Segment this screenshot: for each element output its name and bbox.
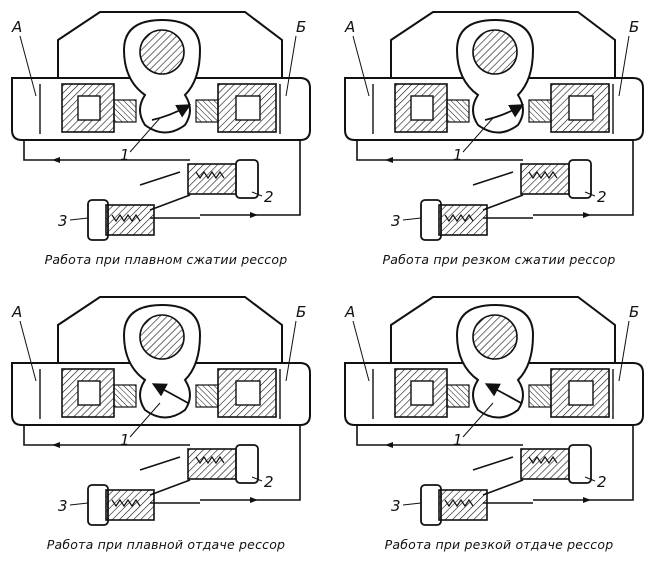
- label-chamber-b: Б: [629, 18, 639, 36]
- valve-3: [420, 199, 488, 241]
- oil-chambers: [372, 369, 614, 419]
- piston-left: [394, 83, 470, 133]
- label-1: 1: [120, 146, 130, 164]
- panel-caption: Работа при резкой отдаче рессор: [384, 537, 614, 552]
- lever-cam: [122, 303, 202, 419]
- oil-channels: [23, 140, 301, 219]
- panel-caption: Работа при резком сжатии рессор: [382, 252, 616, 267]
- label-chamber-a: А: [344, 303, 355, 321]
- label-2: 2: [597, 188, 607, 206]
- label-chamber-a: А: [11, 303, 22, 321]
- oil-chambers: [39, 369, 281, 419]
- direction-arrow: [484, 104, 525, 121]
- direction-arrow: [151, 383, 189, 404]
- valve-2: [187, 444, 259, 484]
- label-chamber-b: Б: [296, 18, 306, 36]
- label-1: 1: [453, 146, 463, 164]
- housing: [344, 296, 644, 426]
- label-chamber-a: А: [344, 18, 355, 36]
- label-chamber-b: Б: [629, 303, 639, 321]
- label-3: 3: [391, 212, 401, 230]
- piston-left: [394, 368, 470, 418]
- piston-right: [528, 83, 610, 133]
- piston-right: [195, 83, 277, 133]
- piston-left: [61, 83, 137, 133]
- valve-3: [420, 484, 488, 526]
- label-1: 1: [453, 431, 463, 449]
- label-3: 3: [58, 497, 68, 515]
- label-3: 3: [58, 212, 68, 230]
- valve-3: [87, 199, 155, 241]
- valve-3: [87, 484, 155, 526]
- piston-left: [61, 368, 137, 418]
- label-2: 2: [264, 188, 274, 206]
- oil-channels: [23, 425, 301, 504]
- panel-caption: Работа при плавном сжатии рессор: [44, 252, 288, 267]
- diagram-panel: А Б 1 2 3 Работа при резком сжатии рессо…: [333, 0, 665, 285]
- label-chamber-b: Б: [296, 303, 306, 321]
- housing: [11, 11, 311, 141]
- diagram-panel: А Б 1 2 3 Работа при плавной отдаче ресс…: [0, 285, 332, 570]
- diagram-panel: А Б 1 2 3 Работа при резкой отдаче рессо…: [333, 285, 665, 570]
- direction-arrow: [151, 104, 192, 121]
- oil-channels: [356, 425, 634, 504]
- oil-chambers: [39, 84, 281, 134]
- oil-channels: [356, 140, 634, 219]
- valve-2: [187, 159, 259, 199]
- housing: [344, 11, 644, 141]
- label-1: 1: [120, 431, 130, 449]
- valve-2: [520, 444, 592, 484]
- label-2: 2: [264, 473, 274, 491]
- label-chamber-a: А: [11, 18, 22, 36]
- housing: [11, 296, 311, 426]
- diagram-panel: А Б 1 2 3 Работа при плавном сжатии ресс…: [0, 0, 332, 285]
- panel-caption: Работа при плавной отдаче рессор: [46, 537, 286, 552]
- label-3: 3: [391, 497, 401, 515]
- direction-arrow: [484, 383, 522, 404]
- label-2: 2: [597, 473, 607, 491]
- piston-right: [195, 368, 277, 418]
- lever-cam: [455, 303, 535, 419]
- piston-right: [528, 368, 610, 418]
- valve-2: [520, 159, 592, 199]
- oil-chambers: [372, 84, 614, 134]
